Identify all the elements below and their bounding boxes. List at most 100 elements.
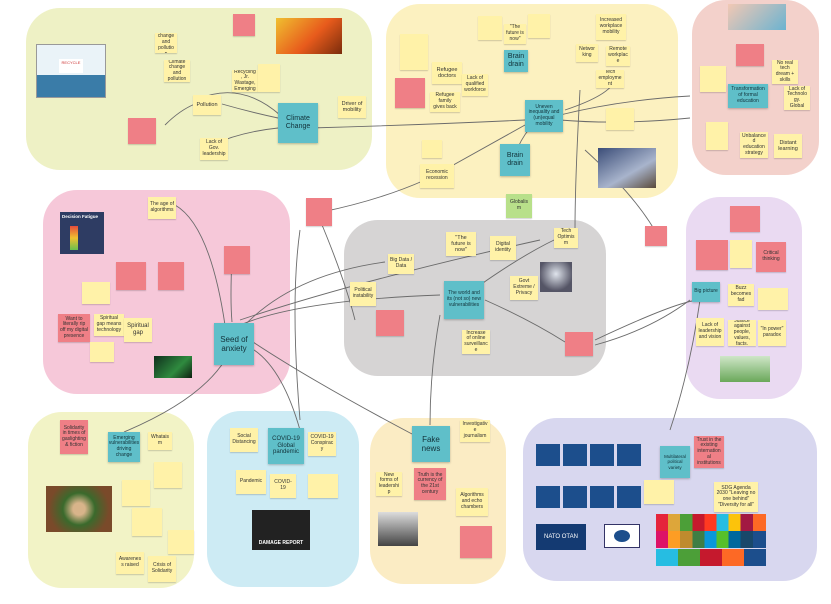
refugee-doctors-note: Refugee doctors: [432, 62, 462, 84]
bigdata-note: Big Data / Data: [388, 254, 414, 274]
nato-logo: NATO OTAN: [536, 524, 586, 550]
sticky-note: [706, 122, 728, 150]
decision-fatigue-image: Decision Fatigue: [60, 212, 104, 254]
sticky-note: [460, 526, 492, 558]
sticky-note: [90, 342, 114, 362]
sticky-note: [168, 530, 194, 554]
council-logo: [604, 524, 640, 548]
future-note: "The future is now": [504, 24, 526, 44]
sticky-note: [308, 474, 338, 498]
uneven-mobility-node[interactable]: Uneven inequality and (un)equal mobility: [525, 100, 563, 132]
buzz-note: Buzz becomes fad: [728, 284, 754, 306]
distant-learning-note: Distant learning: [774, 134, 802, 158]
covid19-note: COVID-19: [270, 474, 296, 498]
awareness-note: Awareness raised: [116, 552, 144, 574]
sticky-note: [306, 198, 332, 226]
brain-drain-node[interactable]: Brain drain: [504, 50, 528, 72]
future-now-note: "The future is now": [446, 232, 476, 256]
sticky-note: [422, 140, 442, 158]
sticky-note: [730, 206, 760, 232]
meteor-image: [598, 148, 656, 188]
sticky-note: Climate change and pollution: [164, 60, 190, 82]
sticky-note: [158, 262, 184, 290]
driver-note: Driver of mobility: [338, 96, 366, 118]
social-distancing-note: Social Distancing: [230, 428, 258, 452]
sticky-note: [376, 310, 404, 336]
sticky-note: Climate change and pollution: [155, 33, 177, 53]
plant-image: [154, 356, 192, 378]
crisis-note: Crisis of Solidarity: [148, 556, 176, 582]
fire-image: [276, 18, 342, 54]
sdg-icons-middle: [536, 486, 642, 508]
political-note: Political instability: [350, 282, 376, 306]
damage-report-text: DAMAGE REPORT: [258, 540, 304, 546]
multilateral-node[interactable]: Multilateral political variety: [660, 446, 690, 478]
robots-image: [540, 262, 572, 292]
sticky-note: [233, 14, 255, 36]
lack-tech-note: Lack of Technology. Global: [784, 86, 810, 110]
globalism-note: Globalism: [506, 194, 532, 218]
video-image: [378, 512, 418, 546]
hands-image: [46, 486, 112, 532]
networking-note: Networking: [576, 44, 598, 62]
climate-change-node[interactable]: Climate Change: [278, 103, 318, 143]
sticky-note: [606, 108, 634, 130]
sdg-note: SDG Agenda 2030 "Leaving no one behind" …: [714, 482, 758, 512]
powerplay-note: "In power" paradox: [758, 320, 786, 346]
recycling-note: Recycling, Jr. Wastage, Emerging: [232, 70, 258, 92]
emerging-vulnerabilities-node[interactable]: Emerging vulnerabilities driving change: [108, 432, 140, 462]
transform-education-node[interactable]: Transformation of formal education: [728, 84, 768, 108]
brain-drain-main-node[interactable]: Brain drain: [500, 144, 530, 176]
big-picture-node[interactable]: Big picture: [692, 282, 720, 302]
critical-thinking-note: Critical thinking: [756, 242, 786, 272]
sticky-note: [644, 480, 674, 504]
sticky-note: [82, 282, 110, 304]
sticky-note: [736, 44, 764, 66]
mobility-note: Increased workplace mobility: [596, 14, 626, 40]
sticky-note: [116, 262, 146, 290]
seed-of-anxiety-node[interactable]: Seed of anxiety: [214, 323, 254, 365]
leadership-vision-note: Lack of leadership and vision: [696, 318, 724, 346]
sticky-note: [730, 240, 752, 268]
hand-phone-image: [728, 4, 786, 30]
sdg-icons-top: [536, 444, 642, 466]
sticky-note: [565, 332, 593, 356]
sticky-note: [478, 16, 502, 40]
sticky-note: [132, 508, 162, 536]
investigative-note: Investigative journalism: [460, 420, 490, 442]
sticky-note: [400, 34, 428, 70]
field-image: [720, 356, 770, 382]
new-forms-note: New forms of leadership: [376, 472, 402, 496]
sticky-note: [528, 14, 550, 38]
sticky-note: [224, 246, 250, 274]
sticky-note: [154, 462, 182, 488]
damage-report-image: DAMAGE REPORT: [252, 510, 310, 550]
unbalanced-note: Unbalanced education strategy: [740, 132, 768, 158]
sdg-grid: [656, 514, 766, 566]
surveillance-note: Increase of online surveillance: [462, 330, 490, 354]
family-note: Refugee family gives back: [430, 92, 460, 112]
truth-note: Truth is the currency of the 21st centur…: [414, 468, 446, 500]
fake-news-node[interactable]: Fake news: [412, 426, 450, 462]
no-tech-note: No real tech dream + skills: [772, 60, 798, 84]
spiritual-gap-note: Spiritual gap: [124, 318, 152, 342]
sticky-note: [128, 118, 156, 144]
solidarity-gaslighting-note: Solidarity in times of gaslighting & fic…: [60, 420, 88, 454]
recession-note: Economic recession: [420, 164, 454, 188]
vulnerabilities-node[interactable]: The world and its (not so) new vulnerabi…: [444, 281, 484, 319]
sticky-note: [122, 480, 150, 506]
decision-fatigue-title: Decision Fatigue: [62, 214, 99, 219]
sticky-note: [645, 226, 667, 246]
sticky-note: [700, 66, 726, 92]
remote-note: Remote workplace: [606, 46, 630, 66]
covid-conspiracy-note: COVID-19 Conspiracy: [308, 432, 336, 456]
pollution-note: Pollution: [193, 95, 221, 115]
trust-note: Trust in the existing international inst…: [694, 436, 724, 468]
algorithms-note: Algorithms and echo chambers: [456, 488, 488, 516]
covid-node[interactable]: COVID-19 Global pandemic: [268, 428, 304, 464]
leadership-note: Lack of Gov. leadership: [200, 138, 228, 160]
sticky-note: [395, 78, 425, 108]
pandemic-note: Pandemic: [236, 470, 266, 494]
age-algorithms-note: The age of algorithms: [148, 197, 176, 219]
justice-note: Justice against people, values, facts.: [728, 320, 756, 346]
